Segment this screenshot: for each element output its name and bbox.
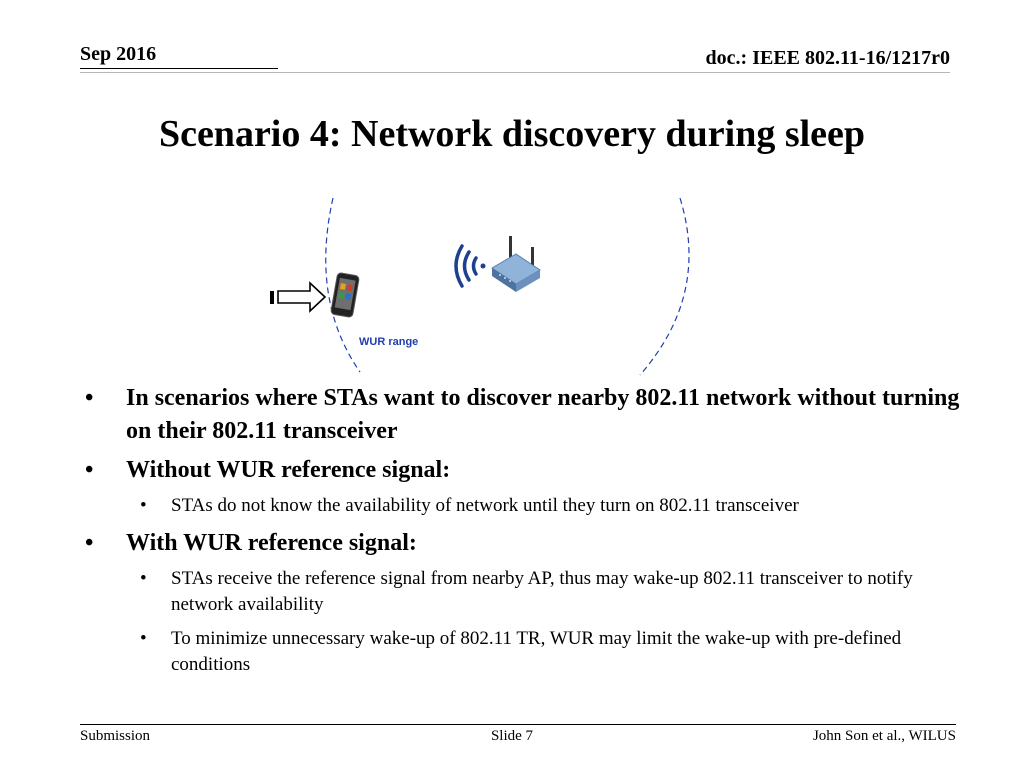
bullet-item: • With WUR reference signal: <box>85 527 965 560</box>
sub-bullet-text: STAs receive the reference signal from n… <box>171 568 913 615</box>
bullet-dot-icon: • <box>140 628 147 649</box>
sub-bullet-item: • To minimize unnecessary wake-up of 802.… <box>85 626 965 678</box>
bullet-text: In scenarios where STAs want to discover… <box>126 385 960 444</box>
footer-divider <box>80 724 956 725</box>
header-date-underline <box>80 68 278 69</box>
footer-slide-number: Slide 7 <box>490 728 534 744</box>
bullet-dot-icon: • <box>85 530 94 556</box>
bullet-item: • Without WUR reference signal: <box>85 454 965 487</box>
bullet-dot-icon: • <box>85 457 94 483</box>
bullet-dot-icon: • <box>85 385 94 411</box>
router-icon <box>491 236 541 292</box>
bullet-dot-icon: • <box>140 568 147 589</box>
sub-bullet-item: • STAs do not know the availability of ne… <box>85 493 965 519</box>
wur-range-label: WUR range <box>359 336 419 348</box>
sub-bullet-text: STAs do not know the availability of net… <box>171 495 799 516</box>
bullet-dot-icon: • <box>140 495 147 516</box>
wifi-signal-icon <box>454 244 486 288</box>
header-doc-id: doc.: IEEE 802.11-16/1217r0 <box>705 47 950 69</box>
footer-authors: John Son et al., WILUS <box>812 728 956 744</box>
header-divider <box>80 72 950 73</box>
arrow-icon <box>270 281 327 313</box>
sub-bullet-item: • STAs receive the reference signal from … <box>85 566 965 618</box>
sub-bullet-text: To minimize unnecessary wake-up of 802.1… <box>171 628 902 675</box>
footer-submission: Submission <box>80 728 151 744</box>
bullet-list: • In scenarios where STAs want to discove… <box>85 382 965 686</box>
bullet-text: Without WUR reference signal: <box>126 457 451 483</box>
wur-range-circle <box>325 197 690 376</box>
slide-title: Scenario 4: Network discovery during sle… <box>158 113 866 155</box>
smartphone-icon <box>330 272 360 318</box>
bullet-item: • In scenarios where STAs want to discove… <box>85 382 965 448</box>
header-date: Sep 2016 <box>80 43 157 65</box>
bullet-text: With WUR reference signal: <box>126 530 417 556</box>
